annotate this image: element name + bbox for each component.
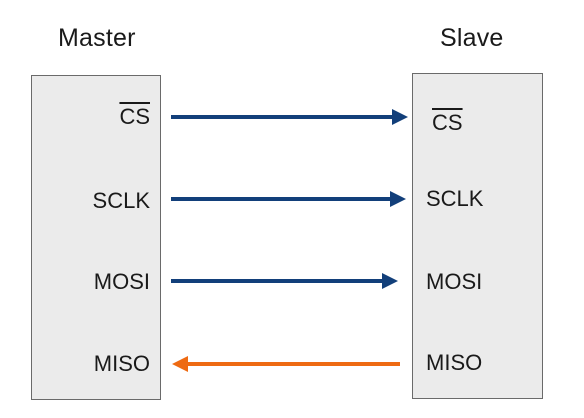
slave-signal-miso: MISO — [426, 350, 483, 375]
master-signal-mosi: MOSI — [93, 269, 150, 294]
arrow-sclk-head — [390, 191, 406, 207]
master-signal-miso: MISO — [93, 351, 150, 376]
arrow-mosi-head — [382, 273, 398, 289]
arrow-mosi — [171, 273, 398, 289]
arrow-sclk — [171, 191, 406, 207]
slave-title: Slave — [440, 24, 504, 52]
slave-device-box — [412, 73, 543, 399]
master-signal-sclk: SCLK — [92, 188, 150, 213]
arrow-cs-head — [392, 109, 408, 125]
master-signal-cs: CS — [119, 104, 150, 129]
arrow-miso-head — [172, 356, 188, 372]
slave-signal-mosi: MOSI — [426, 269, 483, 294]
arrow-cs — [171, 109, 408, 125]
master-title: Master — [58, 24, 136, 52]
slave-signal-sclk: SCLK — [426, 186, 484, 211]
master-device-box — [31, 75, 161, 400]
slave-signal-cs: CS — [432, 110, 463, 135]
arrow-miso — [172, 356, 400, 372]
